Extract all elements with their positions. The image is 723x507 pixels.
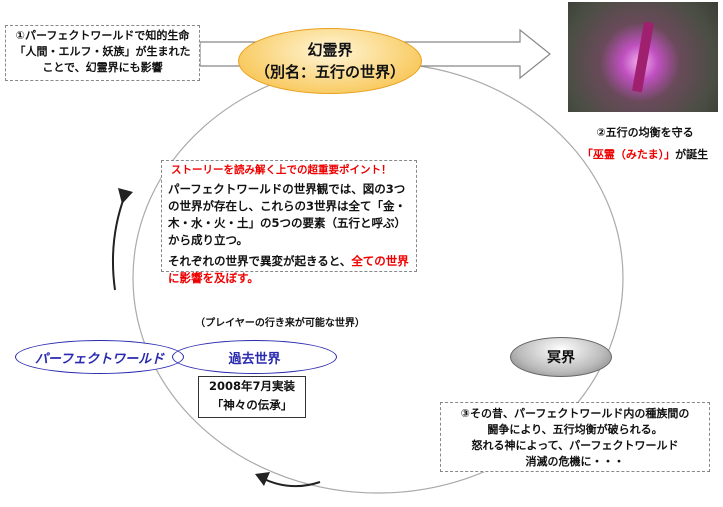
world-subtitle: （別名：五行の世界） xyxy=(254,63,405,81)
note-2-rest: が誕生 xyxy=(675,148,709,161)
story-emphasis: 全ての世界に影響を及ぼす。 xyxy=(168,254,409,285)
note-3-line: 闘争により、五行均衡が破られる。 xyxy=(487,423,663,436)
note-3: ③その昔、パーフェクトワールド内の種族間の 闘争により、五行均衡が破られる。 怒… xyxy=(440,402,710,472)
note-1-line: ①パーフェクトワールドで知的生命 xyxy=(15,29,190,42)
world-title: 幻霊界 xyxy=(307,41,353,59)
world-perfect-world: パーフェクトワールド xyxy=(15,340,184,374)
world-genreikai: 幻霊界 （別名：五行の世界） xyxy=(238,28,422,94)
story-box: ストーリーを読み解く上での超重要ポイント！ パーフェクトワールドの世界観では、図… xyxy=(161,160,417,285)
mitama-image xyxy=(568,2,718,112)
note-3-line: 消滅の危機に・・・ xyxy=(525,455,625,468)
note-2: ②五行の均衡を守る 「巫霊（みたま）」が誕生 xyxy=(570,122,720,166)
world-past: 過去世界 xyxy=(172,340,337,374)
player-caption: （プレイヤーの行き来が可能な世界） xyxy=(195,318,365,329)
note-1-line: 「人間・エルフ・妖族」が生まれた xyxy=(14,45,191,58)
world-meikai: 冥界 xyxy=(510,337,612,377)
bottom-arrowhead xyxy=(255,472,270,486)
note-3-line: ③その昔、パーフェクトワールド内の種族間の xyxy=(460,407,690,420)
story-paragraph-1: パーフェクトワールドの世界観では、図の3つの世界が存在し、これらの3世界は全て「… xyxy=(168,182,406,247)
left-arrowhead xyxy=(118,188,133,204)
past-world-box: 2008年7月実装 「神々の伝承」 xyxy=(198,376,306,418)
story-paragraph-2: それぞれの世界で異変が起きると、 xyxy=(168,254,352,268)
left-curved-arrow xyxy=(111,194,126,291)
note-1: ①パーフェクトワールドで知的生命 「人間・エルフ・妖族」が生まれた ことで、幻霊… xyxy=(5,25,200,81)
story-heading: ストーリーを読み解く上での超重要ポイント！ xyxy=(168,162,395,179)
note-1-line: ことで、幻霊界にも影響 xyxy=(42,61,163,74)
release-date: 2008年7月実装 xyxy=(208,379,295,393)
expansion-name: 「神々の伝承」 xyxy=(211,398,293,412)
note-2-line: ②五行の均衡を守る xyxy=(596,126,694,139)
bottom-curved-arrow xyxy=(261,477,321,488)
note-3-line: 怒れる神によって、パーフェクトワールド xyxy=(471,439,679,452)
mitama-label: 「巫霊（みたま）」 xyxy=(581,148,676,161)
